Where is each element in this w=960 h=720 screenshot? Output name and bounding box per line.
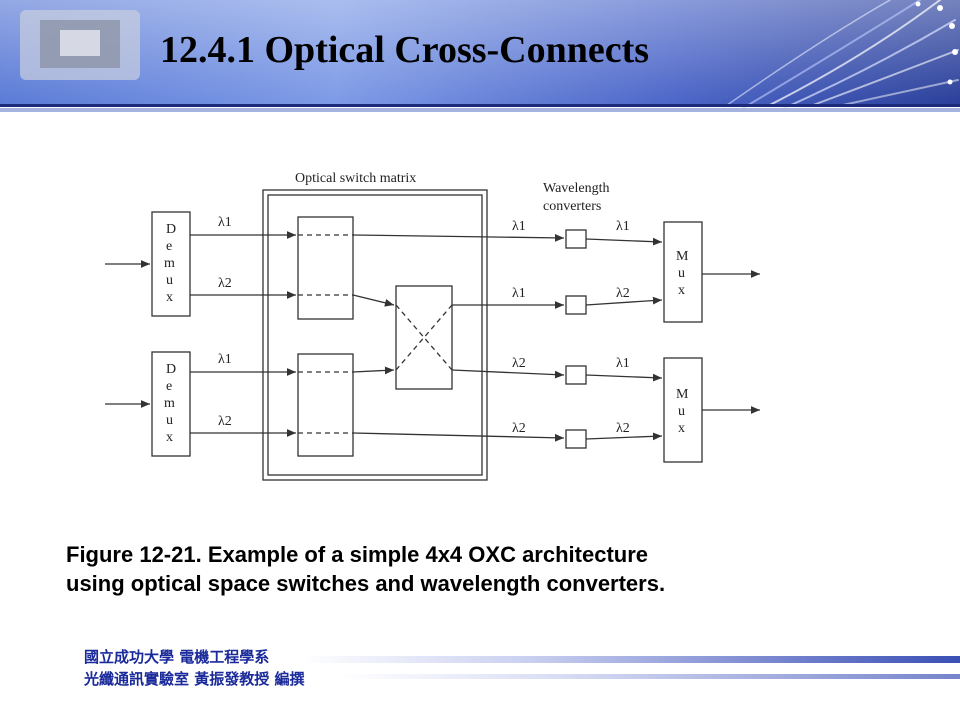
switch-matrix-label: Optical switch matrix [295, 171, 416, 186]
lambda-label: λ1 [512, 286, 526, 301]
demux-bottom-letter: u [166, 413, 173, 428]
footer-lab: 光纖通訊實驗室 黃振發教授 編撰 [84, 670, 305, 688]
mux-box-top [663, 221, 703, 323]
demux-box-bottom [151, 351, 191, 457]
mux-bottom-letter: u [678, 404, 685, 419]
header-background [0, 0, 960, 112]
demux-box-top [151, 211, 191, 317]
switch-box-middle [395, 285, 453, 390]
lambda-label: λ2 [218, 276, 232, 291]
lambda-label: λ2 [512, 421, 526, 436]
fiber-device-icon [20, 10, 140, 80]
demux-bottom-letter: m [164, 396, 175, 411]
lambda-label: λ1 [616, 356, 630, 371]
footer-credits: 國立成功大學 電機工程學系 光纖通訊實驗室 黃振發教授 編撰 [84, 646, 304, 690]
demux-top-letter: D [166, 222, 176, 237]
lambda-label: λ2 [218, 414, 232, 429]
footer-bars [0, 650, 960, 690]
caption-line-1: Figure 12-21. Example of a simple 4x4 OX… [66, 542, 649, 567]
page-title: 12.4.1 Optical Cross-Connects [160, 29, 650, 71]
demux-top-letter: x [166, 290, 173, 305]
mux-top-letter: x [678, 283, 685, 298]
oxc-diagram-svg: Optical switch matrix Wavelength convert… [105, 171, 760, 481]
wavelength-converter-3 [565, 365, 587, 385]
demux-top-letter: m [164, 256, 175, 271]
mux-bottom-letter: x [678, 421, 685, 436]
switch-box-bottom [297, 353, 354, 457]
fiber-strands-icon [719, 0, 959, 111]
demux-bottom-letter: D [166, 362, 176, 377]
wavelength-converter-2 [565, 295, 587, 315]
lambda-label: λ2 [616, 286, 630, 301]
switch-box-top [297, 216, 354, 320]
converters-label-line2: converters [543, 199, 601, 214]
header-banner [0, 0, 960, 112]
lambda-label: λ1 [218, 352, 232, 367]
lambda-label: λ1 [616, 219, 630, 234]
switch-matrix-frame [262, 189, 488, 481]
mux-top-letter: u [678, 266, 685, 281]
oxc-diagram: Optical switch matrix Wavelength convert… [100, 160, 780, 500]
demux-bottom-letter: e [166, 379, 172, 394]
wavelength-converter-4 [565, 429, 587, 449]
mux-top-letter: M [676, 249, 689, 264]
caption-line-2: using optical space switches and wavelen… [66, 571, 666, 596]
converters-label-line1: Wavelength [543, 181, 610, 196]
wavelength-converter-1 [565, 229, 587, 249]
demux-top-letter: u [166, 273, 173, 288]
demux-top-letter: e [166, 239, 172, 254]
footer-department: 國立成功大學 電機工程學系 [84, 648, 270, 666]
figure-caption: Figure 12-21. Example of a simple 4x4 OX… [66, 540, 906, 598]
lambda-label: λ1 [218, 215, 232, 230]
lambda-label: λ1 [512, 219, 526, 234]
lambda-label: λ2 [512, 356, 526, 371]
demux-bottom-letter: x [166, 430, 173, 445]
mux-bottom-letter: M [676, 387, 689, 402]
lambda-label: λ2 [616, 421, 630, 436]
